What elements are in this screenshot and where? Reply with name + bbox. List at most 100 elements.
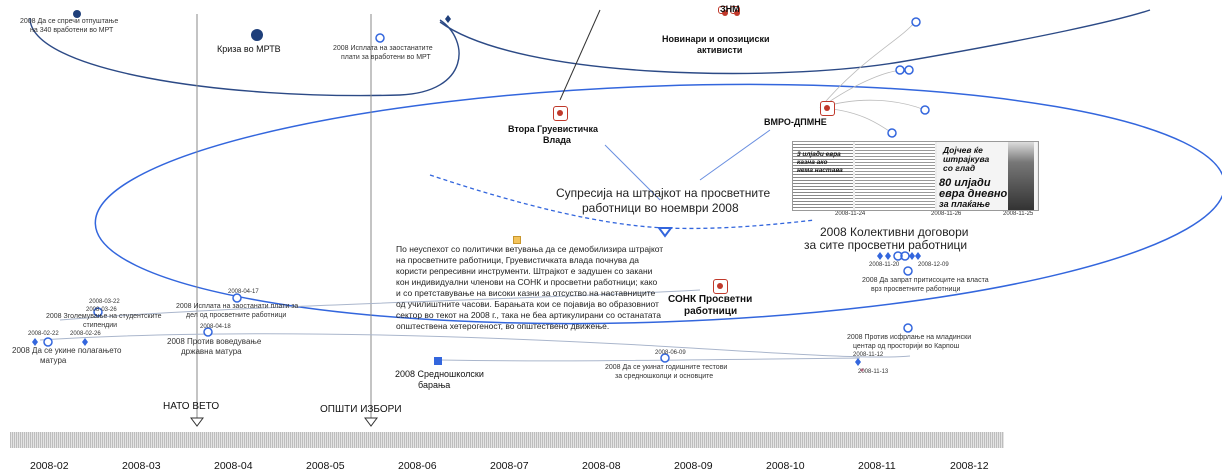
izbori-triangle: [364, 417, 378, 427]
date-1125: 2008-11-25: [1003, 211, 1034, 217]
karpos-label-2: центар од просторији во Карпош: [853, 343, 960, 350]
note-icon[interactable]: [513, 236, 521, 244]
newspaper-photo: [1008, 142, 1034, 210]
diamond-node-8[interactable]: [855, 358, 861, 366]
newspaper-headline-7: Дојчев ќе: [943, 145, 983, 155]
srednoskolski-node[interactable]: [434, 357, 442, 365]
diamond-node-7[interactable]: [915, 252, 921, 260]
date-0222: 2008-02-22: [28, 331, 59, 337]
newspaper-headline-1: 3 илјади евра: [797, 151, 841, 158]
zgolemuvanje-node[interactable]: [93, 307, 103, 317]
kolektivni-cluster-1[interactable]: [893, 251, 903, 261]
person-icon-vtora[interactable]: [553, 106, 568, 121]
znm-label: ЗНМ: [720, 4, 740, 14]
node-1105[interactable]: [895, 65, 905, 75]
ukine-label-1: 2008 Да се укине полагањето: [12, 346, 122, 355]
date-1126: 2008-11-26: [931, 211, 962, 217]
top-left-label-2: на 340 вработени во МРТ: [30, 27, 114, 34]
izbori-label: ОПШТИ ИЗБОРИ: [320, 404, 402, 415]
date-1112: 2008-11-12: [853, 352, 884, 358]
month-label-2008-04: 2008-04: [214, 460, 253, 472]
vtora-label-2: Влада: [543, 135, 571, 145]
diamond-node-3[interactable]: [82, 338, 88, 346]
top-right-ellipse: [439, 9, 1151, 75]
isplata-node[interactable]: [375, 33, 385, 43]
month-label-2008-06: 2008-06: [398, 460, 437, 472]
top-right-node[interactable]: [911, 17, 921, 27]
diamond-node-4[interactable]: [877, 252, 883, 260]
nato-label: НАТО ВЕТО: [163, 401, 220, 412]
month-label-2008-07: 2008-07: [490, 460, 529, 472]
supresija-label-1: Супресија на штрајкот на просветните: [556, 186, 771, 200]
timeline-axis-bar[interactable]: [10, 432, 1004, 448]
link-line-3: [699, 129, 771, 181]
protiv-matura-node[interactable]: [203, 327, 213, 337]
protiv-matura-label-2: државна матура: [181, 347, 242, 356]
top-left-label-1: 2008 Да се спречи отпуштање: [20, 18, 119, 25]
link-line-2: [604, 144, 661, 201]
kolektivni-cluster-2[interactable]: [900, 251, 910, 261]
person-icon-znm-1[interactable]: [718, 6, 728, 16]
date-0226: 2008-02-26: [70, 331, 101, 337]
person-icon-znm-2[interactable]: [730, 6, 740, 16]
newspaper-headline-6: за плаќање: [939, 199, 990, 209]
karpos-label-1: 2008 Против исфрлање на младински: [847, 334, 972, 341]
vtora-label-1: Втора Груевистичка: [508, 124, 598, 134]
zaprat-label-2: врз просветните работници: [871, 286, 961, 293]
top-left-node[interactable]: [73, 10, 81, 18]
diamond-node-6[interactable]: [909, 252, 915, 260]
kriza-node[interactable]: [251, 29, 263, 41]
date-1120: 2008-11-20: [869, 262, 900, 268]
karpos-node[interactable]: [903, 323, 913, 333]
newspaper-page-2: [855, 142, 935, 210]
newspaper-headline-3: нема настава: [797, 167, 843, 174]
large-blue-ellipse: [94, 83, 1222, 325]
person-icon-vmro[interactable]: [820, 101, 835, 116]
date-0322: 2008-03-22: [89, 299, 120, 305]
date-0418: 2008-04-18: [200, 324, 231, 330]
diamond-node-5[interactable]: [885, 252, 891, 260]
diamond-node-1[interactable]: [445, 15, 451, 23]
link-curve-2: [59, 289, 701, 321]
month-label-2008-03: 2008-03: [122, 460, 161, 472]
date-0326: 2008-03-26: [86, 307, 117, 313]
zgolemuvanje-label-1: 2008 Зголемување на студентските: [46, 313, 162, 320]
month-label-2008-12: 2008-12: [950, 460, 989, 472]
srednoskolski-label-1: 2008 Средношколски: [395, 369, 484, 379]
link-curve-1: [39, 333, 911, 358]
zaprat-node[interactable]: [903, 266, 913, 276]
sonk-label-2: работници: [684, 306, 738, 317]
fan-line-1: [819, 21, 916, 109]
date-0417: 2008-04-17: [228, 289, 259, 295]
ukine-node[interactable]: [43, 337, 53, 347]
link-line-1: [559, 9, 601, 101]
protiv-matura-label-1: 2008 Против воведување: [167, 337, 262, 346]
description-text: По неуспехот со политички ветувања да се…: [396, 244, 664, 331]
diamond-node-2[interactable]: [32, 338, 38, 346]
node-1127[interactable]: [920, 105, 930, 115]
newspaper-headline-9: со глад: [943, 163, 976, 173]
newspaper-page-1: [793, 142, 853, 210]
kolektivni-label-2: за сите просветни работници: [804, 238, 968, 252]
date-0609: 2008-06-09: [655, 350, 686, 356]
zgolemuvanje-label-2: стипендии: [83, 322, 118, 329]
node-1106[interactable]: [904, 65, 914, 75]
node-1124[interactable]: [887, 128, 897, 138]
supresija-triangle: [657, 227, 673, 238]
vmro-label: ВМРО-ДПМНЕ: [764, 117, 827, 127]
kriza-label: Криза во МРТВ: [217, 44, 281, 54]
newspaper-clippings[interactable]: 3 илјади евра казна ако нема настава 80 …: [792, 141, 1039, 211]
isplata-del-node[interactable]: [232, 293, 242, 303]
month-label-2008-08: 2008-08: [582, 460, 621, 472]
testovi-node[interactable]: [660, 353, 670, 363]
month-label-2008-02: 2008-02: [30, 460, 69, 472]
kolektivni-label-1: 2008 Колективни договори: [820, 225, 969, 239]
newspaper-headline-2: казна ако: [797, 159, 828, 166]
ukine-label-2: матура: [40, 356, 67, 365]
sonk-label-1: СОНК Просветни: [668, 294, 753, 305]
nato-triangle: [190, 417, 204, 427]
person-icon-sonk[interactable]: [713, 279, 728, 294]
date-1209: 2008-12-09: [918, 262, 949, 268]
testovi-label-1: 2008 Да се укинат годишните тестови: [605, 364, 728, 371]
